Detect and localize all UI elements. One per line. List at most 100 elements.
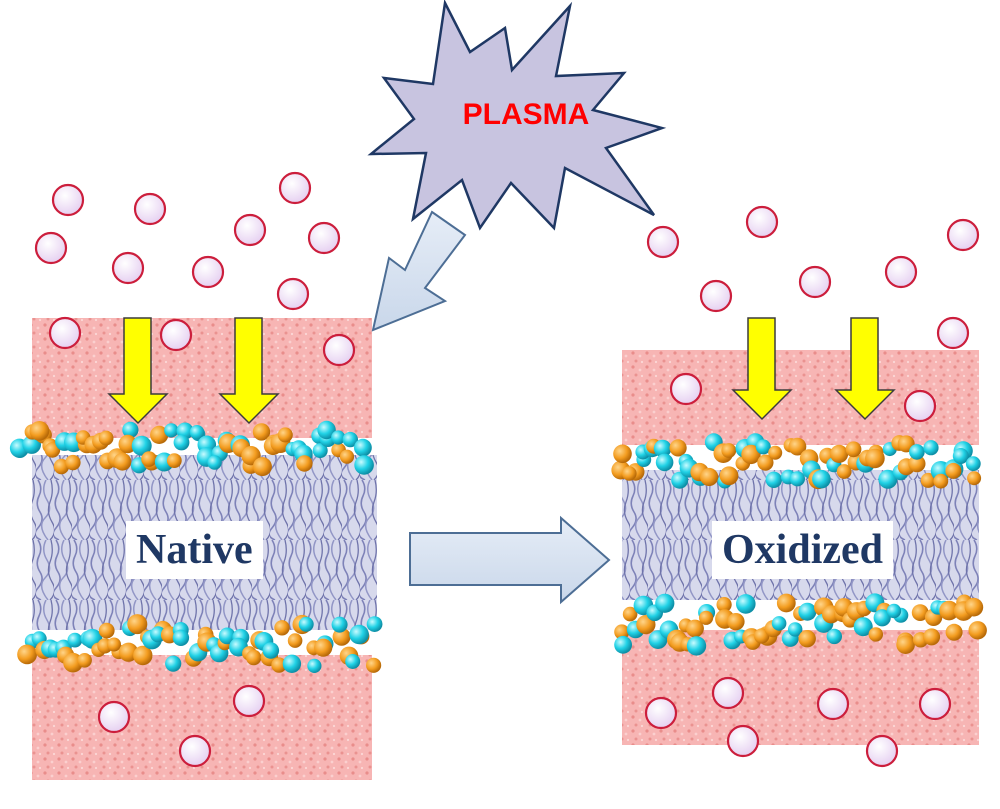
headgroup-bead-orange [141, 451, 157, 467]
native-headgroups-bottom [17, 614, 383, 674]
headgroup-bead-cyan [765, 471, 782, 488]
reactive-species-icon [133, 192, 167, 226]
headgroup-bead-orange [166, 453, 182, 468]
headgroup-bead-cyan [655, 453, 674, 472]
headgroup-bead-cyan [282, 654, 302, 673]
headgroup-bead-orange [911, 604, 929, 621]
headgroup-bead-orange [314, 638, 333, 657]
headgroup-bead-orange [923, 628, 941, 646]
headgroup-bead-orange [77, 653, 92, 668]
headgroup-bead-orange [98, 430, 114, 446]
headgroup-bead-cyan [686, 636, 707, 656]
headgroup-bead-cyan [298, 616, 314, 632]
headgroup-bead-orange [127, 614, 148, 635]
reactive-species-icon [307, 221, 341, 255]
headgroup-bead-orange [622, 606, 638, 622]
process-arrow-icon [409, 515, 611, 605]
headgroup-bead-cyan [952, 448, 969, 464]
headgroup-bead-cyan [172, 629, 190, 646]
headgroup-bead-cyan [614, 635, 632, 654]
reactive-species-icon [278, 171, 312, 205]
headgroup-bead-cyan [788, 622, 803, 637]
headgroup-bead-cyan [262, 642, 280, 659]
headgroup-bead-cyan [345, 654, 361, 669]
headgroup-bead-cyan [812, 469, 831, 489]
headgroup-bead-orange [920, 472, 936, 488]
headgroup-bead-orange [945, 623, 963, 641]
headgroup-bead-orange [908, 455, 926, 473]
headgroup-bead-cyan [826, 628, 842, 645]
headgroup-bead-orange [98, 622, 115, 639]
reactive-species-icon [711, 676, 745, 710]
headgroup-bead-cyan [165, 655, 182, 672]
headgroup-bead-cyan [736, 594, 756, 614]
native-water-top [32, 318, 372, 438]
headgroup-bead-orange [614, 624, 630, 640]
reactive-species-icon [646, 225, 680, 259]
headgroup-bead-cyan [342, 431, 358, 448]
reactive-species-icon [884, 255, 918, 289]
reactive-species-icon [644, 696, 678, 730]
reactive-species-icon [865, 734, 899, 768]
headgroup-bead-orange [868, 627, 883, 642]
impact-arrow-icon [218, 317, 280, 425]
headgroup-bead-cyan [886, 603, 902, 619]
headgroup-bead-cyan [122, 421, 139, 438]
reactive-species-icon [178, 734, 212, 768]
headgroup-bead-orange [686, 619, 704, 638]
headgroup-bead-cyan [354, 455, 374, 475]
headgroup-bead-cyan [655, 593, 675, 613]
headgroup-bead-orange [277, 427, 293, 443]
headgroup-bead-cyan [755, 439, 771, 455]
oxidized-label: Oxidized [712, 521, 894, 579]
headgroup-bead-cyan [349, 624, 369, 645]
headgroup-bead-orange [933, 473, 949, 489]
headgroup-bead-orange [113, 452, 132, 471]
reactive-species-icon [903, 389, 937, 423]
headgroup-bead-orange [252, 457, 272, 477]
headgroup-bead-cyan [354, 438, 372, 457]
headgroup-bead-cyan [164, 423, 179, 438]
headgroup-bead-orange [150, 425, 169, 444]
reactive-species-icon [726, 724, 760, 758]
headgroup-bead-orange [332, 627, 351, 646]
headgroup-bead-orange [296, 455, 313, 472]
headgroup-bead-orange [699, 610, 714, 625]
reactive-species-icon [798, 265, 832, 299]
headgroup-bead-orange [622, 466, 637, 481]
headgroup-bead-orange [274, 620, 290, 636]
headgroup-bead-orange [669, 439, 687, 457]
headgroup-bead-cyan [771, 616, 787, 631]
headgroup-bead-cyan [789, 471, 806, 487]
headgroup-bead-orange [896, 635, 915, 654]
headgroup-bead-orange [17, 644, 37, 665]
headgroup-bead-orange [776, 593, 796, 613]
oxidized-headgroups-top [611, 433, 982, 490]
headgroup-bead-orange [271, 657, 287, 673]
reactive-species-icon [191, 255, 225, 289]
headgroup-bead-cyan [317, 420, 336, 440]
headgroup-bead-cyan [218, 627, 236, 645]
headgroup-bead-orange [721, 443, 737, 458]
reactive-species-icon [48, 316, 82, 350]
headgroup-bead-cyan [67, 632, 83, 648]
reactive-species-icon [669, 372, 703, 406]
headgroup-bead-orange [613, 444, 632, 464]
headgroup-bead-orange [865, 448, 885, 469]
headgroup-bead-cyan [207, 455, 222, 470]
headgroup-bead-cyan [189, 425, 205, 440]
reactive-species-icon [111, 251, 145, 285]
oxidized-headgroups-bottom [614, 593, 987, 656]
headgroup-bead-cyan [307, 658, 322, 674]
reactive-species-icon [34, 231, 68, 265]
headgroup-bead-cyan [798, 602, 817, 621]
reactive-species-icon [233, 213, 267, 247]
native-headgroups-top [9, 420, 374, 477]
headgroup-bead-cyan [853, 617, 873, 637]
impact-arrow-icon [107, 317, 169, 425]
headgroup-bead-orange [339, 449, 355, 464]
headgroup-bead-orange [133, 645, 153, 666]
headgroup-bead-orange [798, 630, 816, 648]
headgroup-bead-orange [287, 633, 303, 648]
